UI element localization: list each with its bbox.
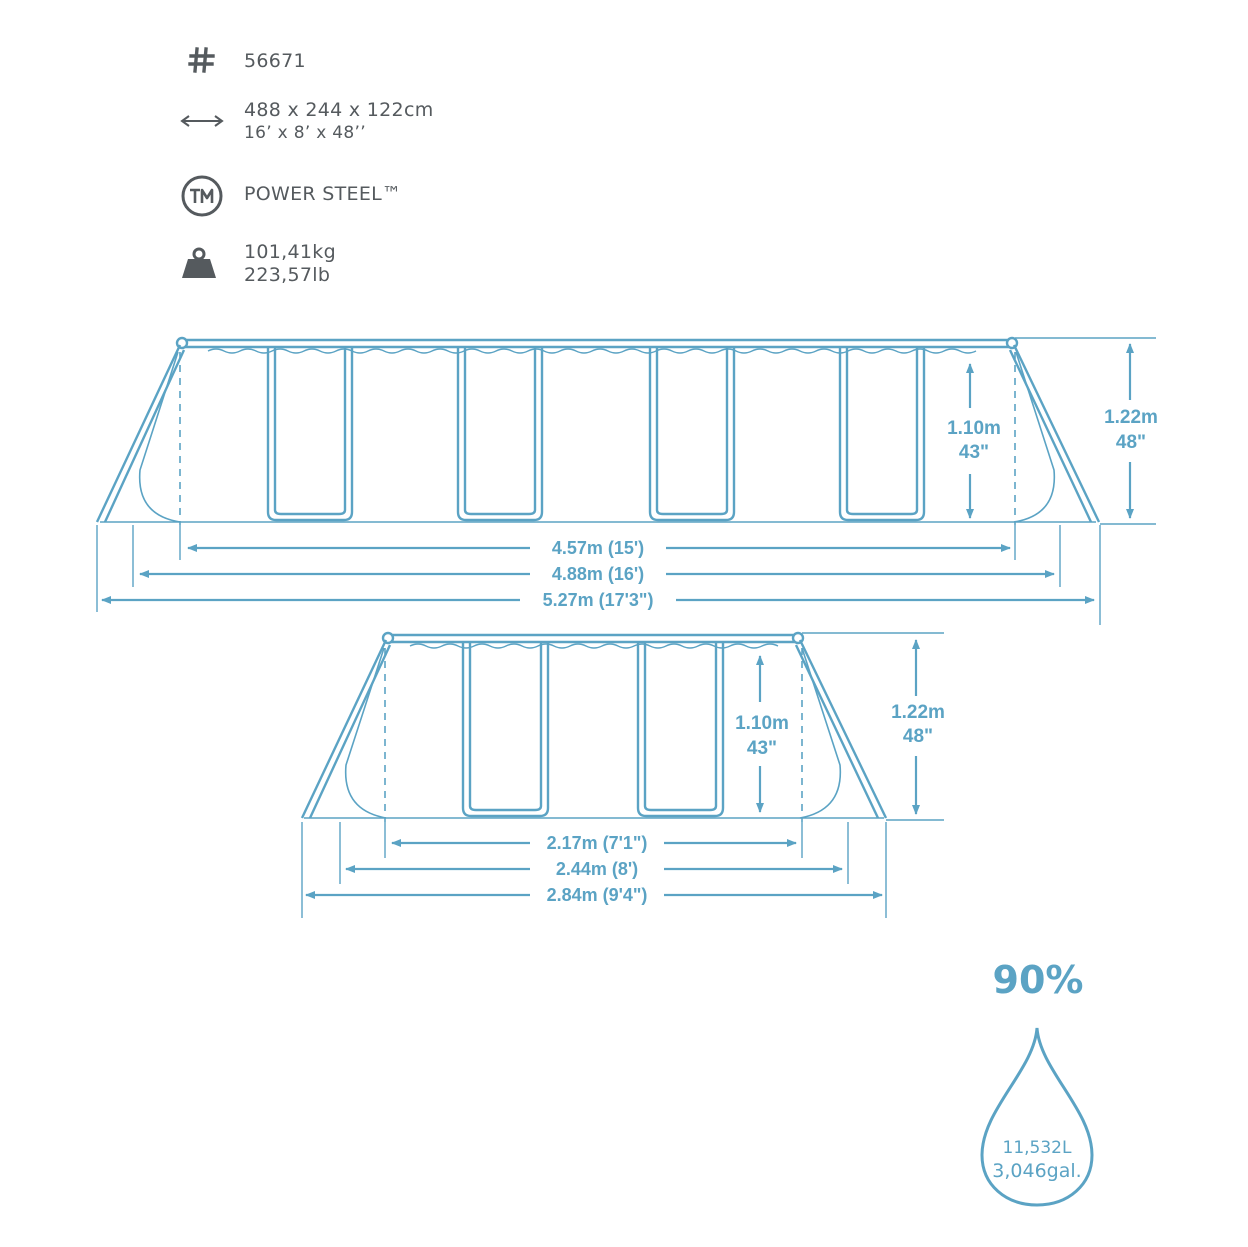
short-total-height: 1.22m	[891, 702, 945, 723]
water-fill-percent: 90%	[993, 958, 1084, 1002]
dimensions-imperial: 16’ x 8’ x 48’’	[244, 123, 366, 143]
weight-kg: 101,41kg	[244, 241, 336, 263]
water-capacity-gallons: 3,046gal.	[992, 1160, 1081, 1182]
short-view-dimension-lines	[305, 639, 920, 899]
model-number: 56671	[244, 50, 306, 72]
long-total-length: 5.27m (17'3")	[543, 590, 654, 610]
water-drop-icon	[980, 1027, 1094, 1207]
short-inner-width: 2.17m (7'1")	[547, 833, 648, 853]
long-total-height: 1.22m	[1104, 407, 1158, 428]
long-view-dimension-lines	[101, 343, 1134, 604]
weight-lb: 223,57lb	[244, 264, 331, 286]
dimensions-metric: 488 x 244 x 122cm	[244, 99, 434, 121]
frame-type: POWER STEEL™	[244, 183, 402, 205]
double-arrow-icon	[180, 115, 224, 127]
long-inner-length: 4.57m (15')	[552, 538, 644, 558]
water-capacity-liters: 11,532L	[1003, 1138, 1072, 1158]
trademark-icon	[181, 175, 223, 217]
long-inner-height: 1.10m	[947, 418, 1001, 439]
short-inner-height: 1.10m	[735, 713, 789, 734]
short-frame-width: 2.44m (8')	[556, 859, 638, 879]
long-total-height-in: 48"	[1116, 432, 1146, 453]
weight-icon	[182, 247, 216, 278]
long-side-view	[95, 336, 1156, 625]
short-side-view	[300, 631, 944, 918]
hash-icon	[188, 47, 215, 73]
long-frame-length: 4.88m (16')	[552, 564, 644, 584]
short-inner-height-in: 43"	[747, 738, 777, 759]
long-inner-height-in: 43"	[959, 442, 989, 463]
short-total-height-in: 48"	[903, 726, 933, 747]
short-total-width: 2.84m (9'4")	[547, 885, 648, 905]
